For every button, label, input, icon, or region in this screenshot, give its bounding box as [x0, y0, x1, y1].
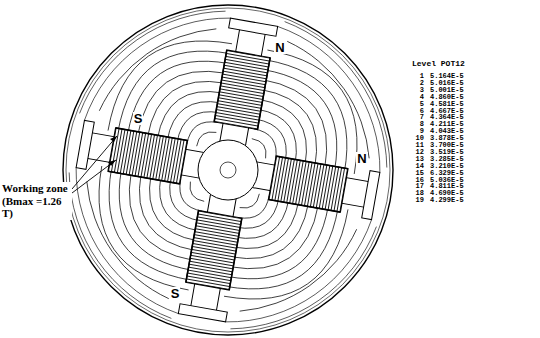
pole-label: S	[133, 112, 144, 125]
legend-heading: Level POT12	[412, 60, 465, 68]
level-number: 19	[416, 197, 424, 204]
pole-label: N	[356, 152, 367, 165]
zone-note: Working zone (Bmax =1.26 T)	[2, 182, 72, 220]
pole-label: N	[274, 41, 285, 54]
level-value: 4.299E-5	[430, 197, 464, 204]
pole-label: S	[170, 287, 181, 300]
